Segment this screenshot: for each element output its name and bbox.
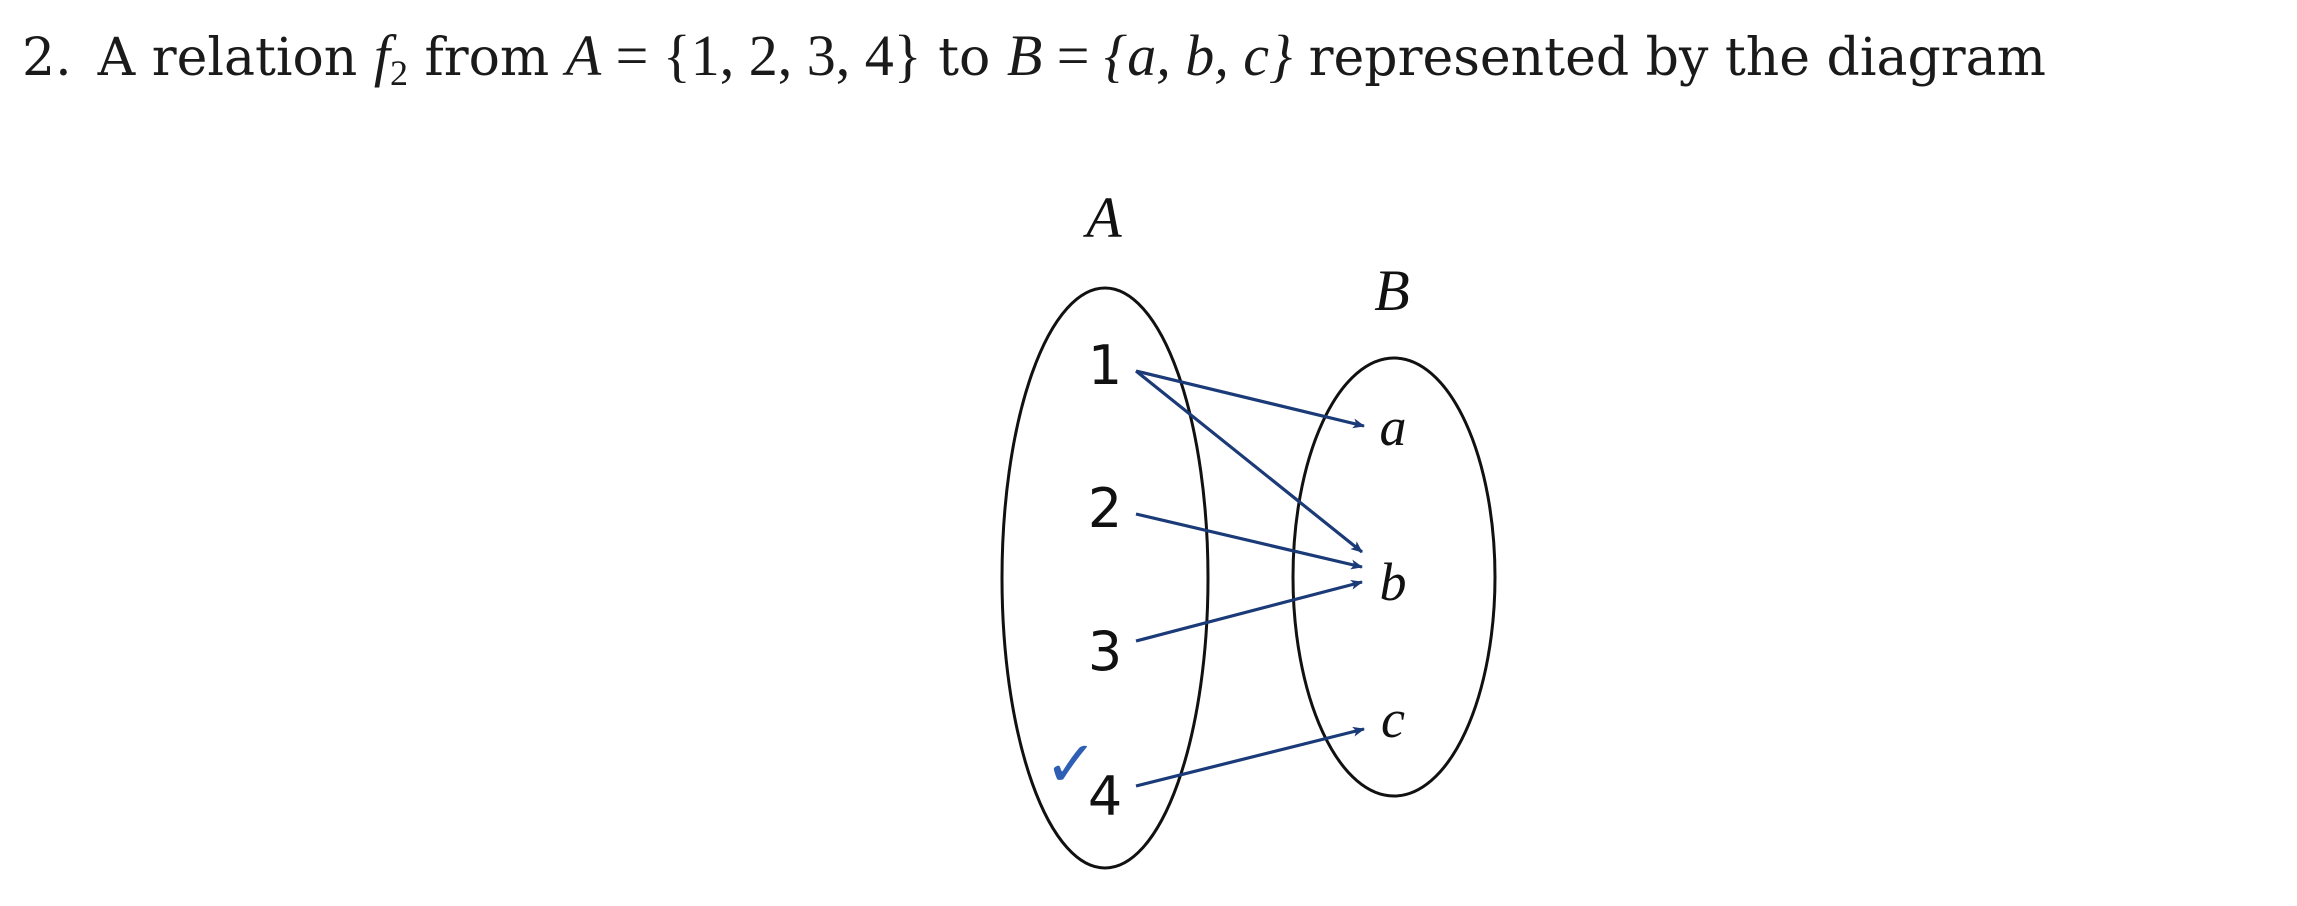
to-word: to (938, 28, 991, 88)
set-b-element-c: c (1381, 689, 1405, 749)
set-a-label: A (1082, 185, 1122, 250)
equals-sign-a: = (601, 23, 663, 88)
set-a-element-2: 2 (1088, 477, 1122, 540)
set-b-oval (1291, 356, 1497, 798)
set-a-elements: {1, 2, 3, 4} (662, 23, 922, 88)
equals-sign-b: = (1042, 23, 1104, 88)
mapping-arrows (1134, 369, 1365, 788)
set-a-name: A (565, 23, 602, 88)
relation-subscript: 2 (389, 53, 408, 93)
set-b-elements: {a, b, c} (1104, 23, 1293, 88)
arrow-2-to-b (1135, 512, 1363, 570)
check-mark: ✓ (1044, 728, 1098, 802)
outro-text: represented by the diagram (1308, 28, 2046, 88)
relation-letter: f (373, 23, 390, 88)
set-b-element-a: a (1380, 397, 1407, 457)
problem-statement: 2. A relation f2 from A = {1, 2, 3, 4} to… (22, 16, 2046, 113)
arrow-1-to-b (1134, 369, 1364, 554)
arrow-1-to-a (1135, 369, 1365, 429)
arrow-3-to-b (1135, 579, 1363, 643)
arrow-4-to-c (1135, 726, 1365, 788)
set-a-element-4: 4 (1088, 765, 1122, 828)
set-a-element-3: 3 (1088, 620, 1122, 683)
set-a-oval (1000, 286, 1210, 870)
intro-text: A relation (97, 28, 358, 88)
set-b-label: B (1374, 258, 1409, 323)
relation-symbol: f2 (373, 23, 408, 93)
from-word: from (424, 28, 550, 88)
set-a-element-1: 1 (1088, 334, 1122, 397)
problem-number: 2. (22, 28, 72, 88)
set-b-element-b: b (1380, 552, 1407, 612)
set-b-name: B (1006, 23, 1043, 88)
